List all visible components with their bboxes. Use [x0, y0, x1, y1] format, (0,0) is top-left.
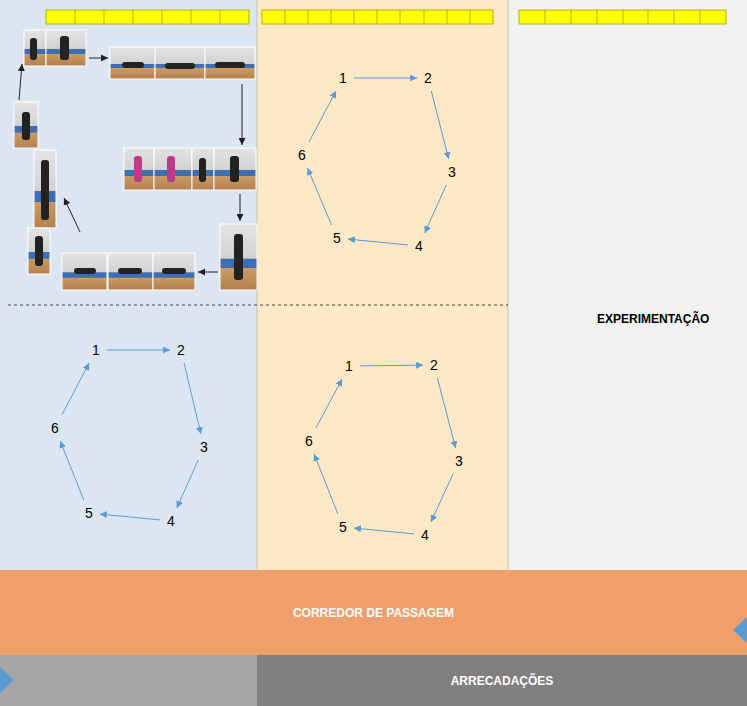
rotation-arrow — [348, 239, 408, 245]
station-number: 2 — [174, 341, 188, 359]
zone-grey — [508, 0, 747, 570]
zone-panel: EXPERIMENTAÇÃO — [508, 0, 747, 570]
station-number: 4 — [415, 238, 423, 254]
station-number: 4 — [164, 512, 178, 530]
station-number: 6 — [48, 419, 62, 437]
zone-label: EXPERIMENTAÇÃO — [597, 312, 709, 326]
bench-bar — [519, 10, 726, 24]
rotation-arrow — [354, 528, 414, 534]
rotation-arrow — [60, 441, 84, 500]
rotation-arrow — [360, 365, 423, 367]
station-number: 2 — [177, 342, 185, 358]
station-number: 5 — [333, 230, 341, 246]
rotation-arrow — [107, 350, 170, 351]
zone-label: CORREDOR DE PASSAGEM — [293, 606, 454, 620]
rotation-arrow — [62, 363, 89, 415]
rotation-arrow — [437, 378, 455, 448]
station-number: 6 — [51, 420, 59, 436]
storage-band-label: ARRECADAÇÕES — [257, 655, 747, 706]
station-number: 1 — [336, 69, 350, 87]
rotation-arrow — [431, 91, 448, 159]
corridor-band — [0, 570, 747, 655]
station-number: 4 — [412, 237, 426, 255]
station-number: 6 — [295, 146, 309, 164]
station-number: 2 — [430, 357, 438, 373]
sequence-arrow — [19, 58, 242, 272]
station-number: 3 — [200, 439, 208, 455]
station-number: 5 — [330, 229, 344, 247]
station-number: 6 — [302, 432, 316, 450]
rotation-arrow — [314, 454, 338, 514]
rotation-arrow — [354, 78, 417, 79]
rotation-arrow — [177, 460, 198, 508]
station-number: 1 — [89, 341, 103, 359]
exercise-photos — [14, 30, 257, 290]
station-number: 1 — [92, 342, 100, 358]
station-number: 4 — [421, 527, 429, 543]
storage-band-left — [0, 655, 257, 706]
station-number: 2 — [427, 356, 441, 374]
entry-marker — [733, 617, 747, 643]
station-number: 4 — [167, 513, 175, 529]
station-number: 2 — [424, 70, 432, 86]
station-number: 4 — [418, 526, 432, 544]
exercise-figures — [22, 36, 245, 280]
dashed-divider — [8, 305, 508, 306]
station-number: 5 — [82, 504, 96, 522]
zone-beige — [257, 0, 508, 570]
station-number: 3 — [448, 164, 456, 180]
station-number: 5 — [85, 505, 93, 521]
station-number: 1 — [345, 358, 353, 374]
zone-border — [508, 0, 509, 570]
bench-bar — [262, 10, 493, 24]
station-number: 1 — [342, 357, 356, 375]
station-number: 6 — [305, 433, 313, 449]
station-number: 3 — [452, 452, 466, 470]
storage-band — [257, 655, 747, 706]
station-number: 5 — [339, 519, 347, 535]
station-number: 3 — [197, 438, 211, 456]
station-number: 2 — [421, 69, 435, 87]
rotation-arrow — [100, 514, 160, 520]
rotation-arrow — [184, 363, 201, 434]
entry-marker — [0, 667, 14, 693]
station-number: 3 — [445, 163, 459, 181]
zone-label: ARRECADAÇÕES — [451, 674, 554, 688]
rotation-arrow — [425, 185, 446, 233]
station-number: 3 — [455, 453, 463, 469]
station-number: 6 — [298, 147, 306, 163]
bench-bar — [46, 10, 249, 24]
zone-blue — [0, 0, 257, 570]
corridor-band-label: CORREDOR DE PASSAGEM — [0, 570, 747, 655]
rotation-arrow — [307, 168, 331, 225]
rotation-arrow — [309, 91, 336, 142]
rotation-arrow — [431, 474, 453, 522]
station-number: 1 — [339, 70, 347, 86]
station-number: 5 — [336, 518, 350, 536]
rotation-arrow — [316, 379, 342, 428]
